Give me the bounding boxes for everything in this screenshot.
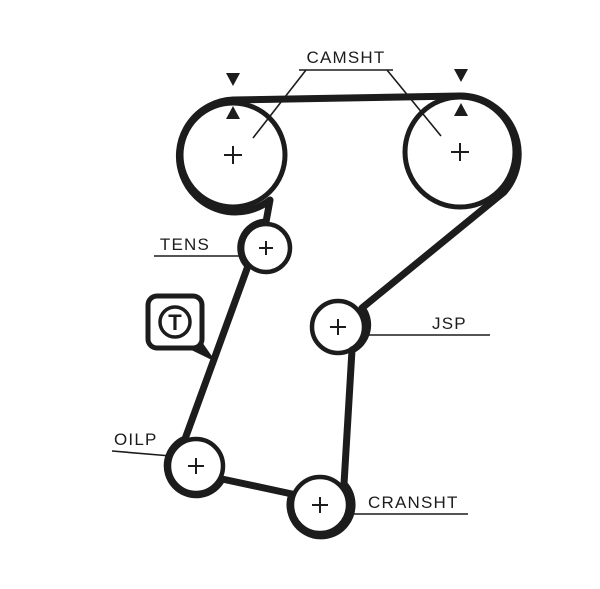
crankshaft-label: CRANSHT — [368, 493, 459, 512]
tensioner-label: TENS — [160, 235, 210, 254]
oil-pump-label: OILP — [114, 430, 158, 449]
timing-mark-up-icon-right — [454, 103, 468, 116]
badge-circle — [158, 305, 192, 339]
camshaft-leader-line-left — [252, 69, 307, 139]
jockey-label: JSP — [432, 314, 467, 333]
timing-belt — [163, 92, 522, 540]
belt-tension-badge: T — [145, 293, 216, 362]
tensioner-center-cross-icon — [259, 241, 273, 255]
timing-mark-up-icon-left — [226, 106, 240, 119]
oil-pump-center-cross-icon — [188, 458, 204, 474]
camshaft-label: CAMSHT — [307, 48, 386, 67]
jockey-center-cross-icon — [330, 319, 346, 335]
camshaft-left-center-cross-icon — [224, 146, 242, 164]
camshaft-right-center-cross-icon — [451, 143, 469, 161]
oil-pump-leader-line — [111, 450, 172, 457]
timing-mark-down-icon-left — [226, 73, 240, 86]
crankshaft-center-cross-icon — [312, 497, 328, 513]
camshaft-leader-line-right — [386, 69, 442, 137]
tension-letter: T — [168, 310, 182, 335]
timing-mark-down-icon-right — [454, 69, 468, 82]
